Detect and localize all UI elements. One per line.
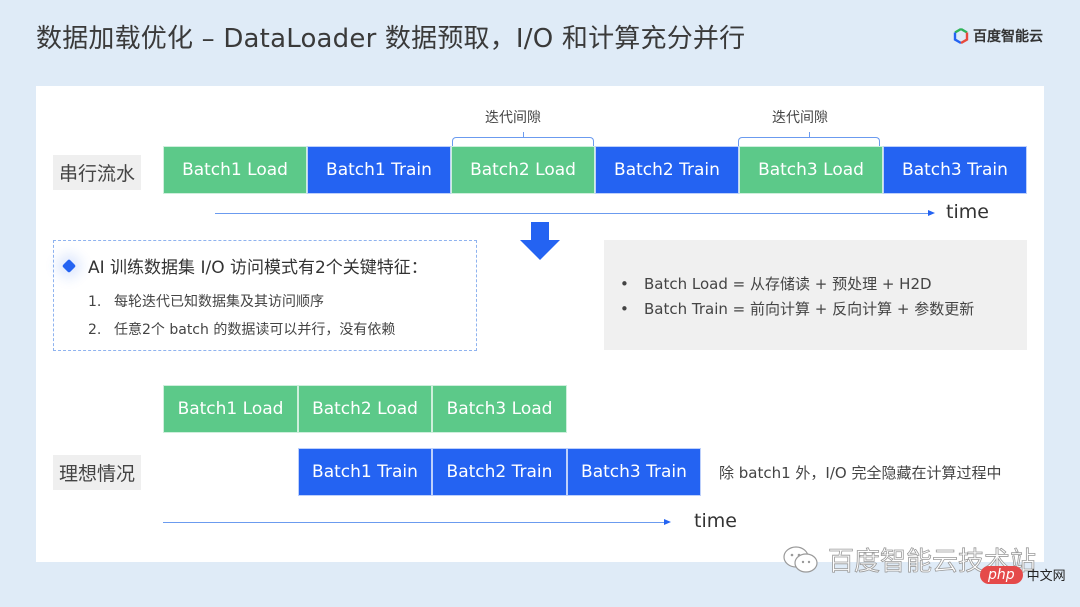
diamond-bullet-icon [61, 258, 77, 274]
serial-batch2-load: Batch2 Load [451, 146, 595, 194]
key-features-box: AI 训练数据集 I/O 访问模式有2个关键特征： 1.每轮迭代已知数据集及其访… [53, 240, 477, 351]
ideal-batch1-load: Batch1 Load [163, 385, 298, 433]
iteration-gap-label: 迭代间隙 [485, 110, 541, 126]
key-features-heading: AI 训练数据集 I/O 访问模式有2个关键特征： [88, 258, 428, 278]
brand-logo: 百度智能云 [953, 26, 1043, 46]
wechat-icon [783, 545, 818, 573]
serial-row-label: 串行流水 [53, 155, 142, 190]
brand-name: 百度智能云 [973, 29, 1043, 45]
php-badge: php 中文网 [980, 565, 1066, 584]
ideal-time-label: time [694, 510, 737, 532]
definition-item: •Batch Load = 从存储读 + 预处理 + H2D [620, 275, 932, 293]
ideal-batch2-load: Batch2 Load [298, 385, 432, 433]
ideal-time-axis [163, 519, 671, 525]
definition-item: •Batch Train = 前向计算 + 反向计算 + 参数更新 [620, 300, 975, 318]
serial-batch2-train: Batch2 Train [595, 146, 739, 194]
baidu-cloud-logo-icon [953, 28, 969, 44]
feature-item: 1.每轮迭代已知数据集及其访问顺序 [88, 294, 324, 310]
ideal-note: 除 batch1 外，I/O 完全隐藏在计算过程中 [719, 464, 1002, 482]
iteration-gap-brace [738, 132, 880, 147]
feature-item: 2.任意2个 batch 的数据读可以并行，没有依赖 [88, 322, 396, 338]
ideal-batch3-train: Batch3 Train [567, 448, 701, 496]
down-arrow-icon [520, 222, 560, 260]
ideal-batch3-load: Batch3 Load [432, 385, 567, 433]
php-logo: php [980, 565, 1023, 584]
php-badge-text: 中文网 [1026, 569, 1066, 584]
iteration-gap-label: 迭代间隙 [772, 110, 828, 126]
serial-batch1-train: Batch1 Train [307, 146, 451, 194]
definitions-box: •Batch Load = 从存储读 + 预处理 + H2D •Batch Tr… [604, 240, 1027, 350]
ideal-batch1-train: Batch1 Train [298, 448, 432, 496]
serial-batch3-train: Batch3 Train [883, 146, 1027, 194]
serial-batch1-load: Batch1 Load [163, 146, 307, 194]
serial-time-axis [215, 210, 935, 216]
serial-time-label: time [946, 201, 989, 223]
ideal-batch2-train: Batch2 Train [432, 448, 567, 496]
iteration-gap-brace [452, 132, 594, 147]
serial-batch3-load: Batch3 Load [739, 146, 883, 194]
slide-title: 数据加载优化 – DataLoader 数据预取，I/O 和计算充分并行 [36, 24, 746, 54]
ideal-row-label: 理想情况 [53, 455, 142, 490]
